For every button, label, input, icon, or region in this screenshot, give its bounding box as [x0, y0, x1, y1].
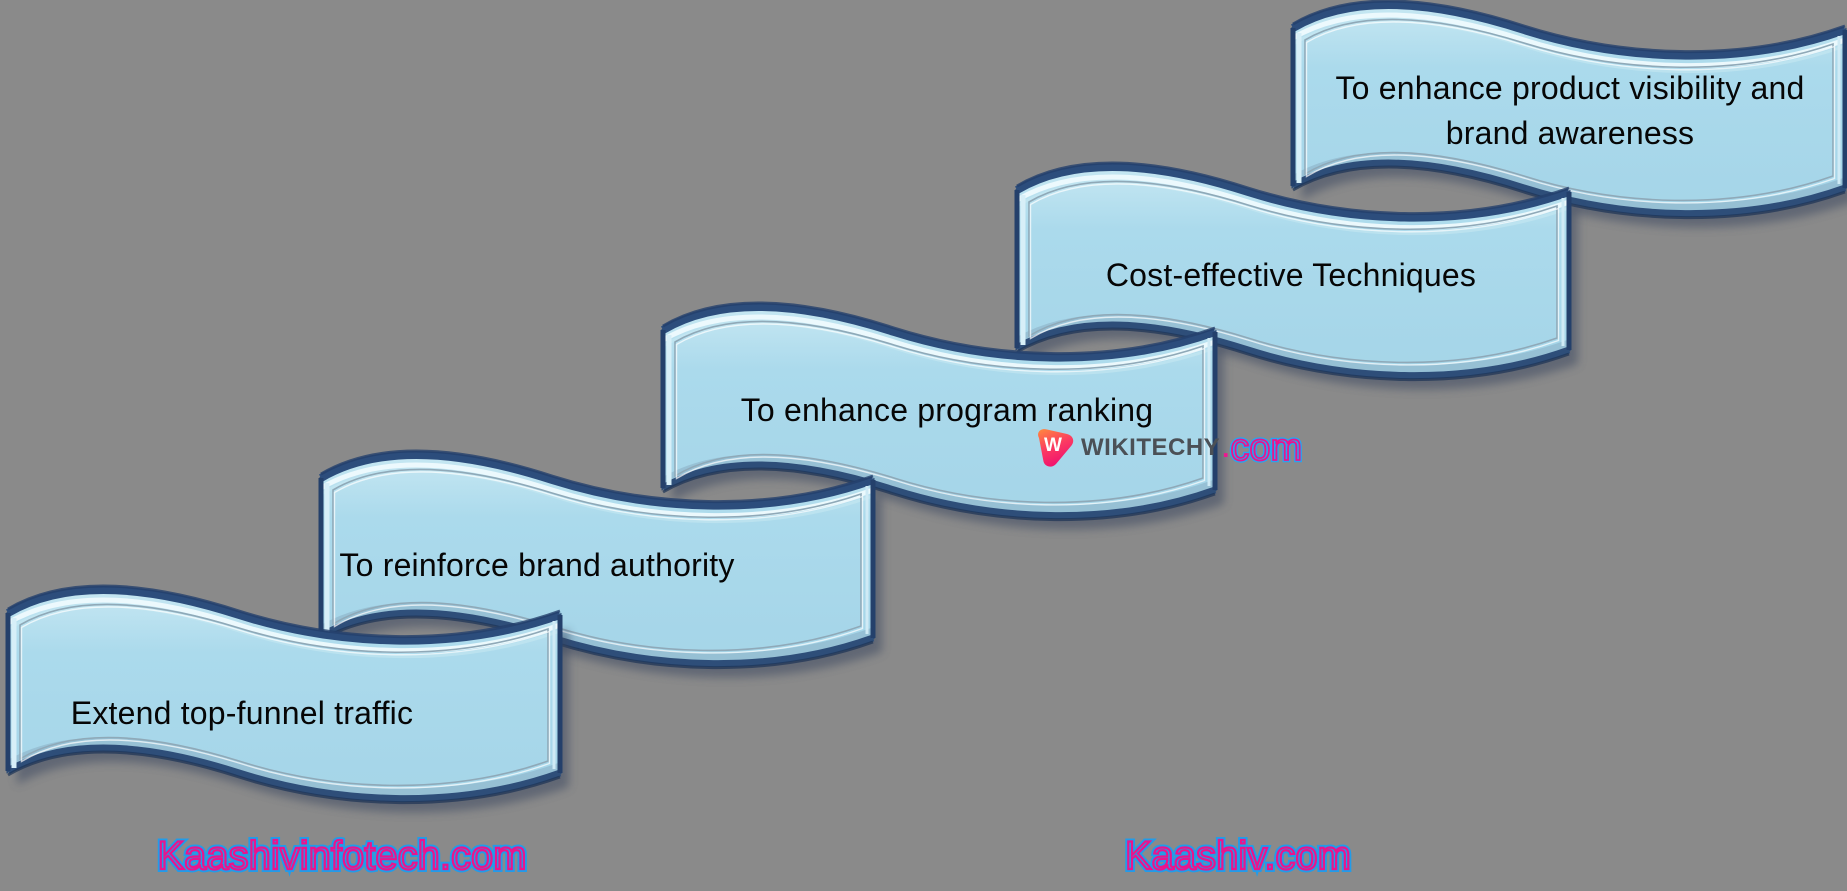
- ribbon-step-4: Cost-effective Techniques: [1013, 148, 1573, 406]
- ribbon-step-5: To enhance product visibility and brand …: [1289, 0, 1847, 244]
- ribbon-step-2-label: To reinforce brand authority: [339, 547, 735, 583]
- wikitechy-dot: .: [1222, 432, 1230, 463]
- ribbon-step-3-label: To enhance program ranking: [740, 392, 1154, 428]
- ribbon-step-3: To enhance program ranking: [659, 288, 1219, 546]
- wikitechy-watermark: W WIKITECHY . com: [1032, 424, 1304, 472]
- footer-left-watermark: Kaashivinfotech.com: [132, 833, 552, 879]
- ribbon-step-2: To reinforce brand authority: [317, 436, 877, 694]
- ribbon-step-1-label: Extend top-funnel traffic: [70, 695, 414, 731]
- wikitechy-tld-text: com: [1230, 428, 1304, 468]
- footer-right-watermark: Kaashiv.com: [1028, 833, 1448, 879]
- wikitechy-logo-icon: W: [1038, 429, 1074, 467]
- svg-text:W: W: [1044, 435, 1062, 456]
- ribbon-step-4-label: Cost-effective Techniques: [1105, 257, 1477, 293]
- ribbon-step-1: Extend top-funnel traffic: [4, 571, 564, 829]
- ribbon-step-5-label: To enhance product visibility and brand …: [1335, 70, 1805, 151]
- wikitechy-brand-text: WIKITECHY: [1081, 434, 1221, 461]
